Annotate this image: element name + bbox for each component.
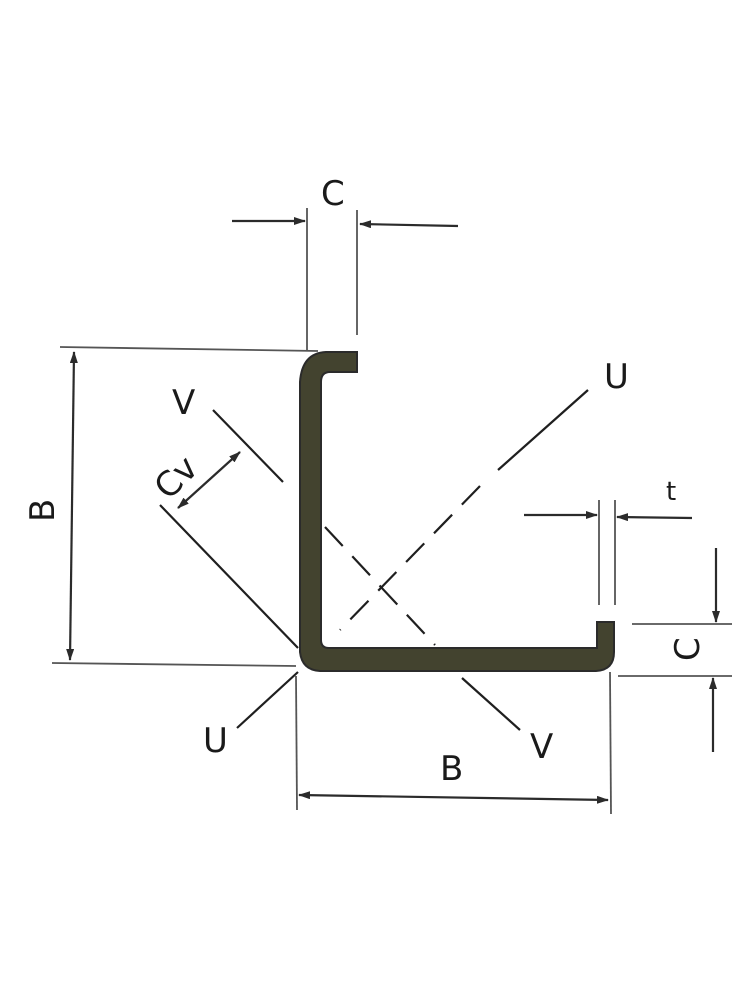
left-b-dimension-line [66,351,78,661]
bottom-b-extension-right [609,671,612,815]
bottom-b-extension-left [295,675,298,811]
left-b-extension-bottom [51,662,297,667]
angle-profile-shape [299,351,615,672]
v-axis-line-mid [324,526,436,646]
u-top-label: U [604,357,629,397]
v-bottom-label: V [530,727,553,767]
bottom-b-dimension-line [298,791,609,804]
v-axis-line-upper [212,409,284,483]
cv-label: Cv [147,448,206,507]
u-axis-line-upper [497,389,589,471]
u-axis-line-mid [339,485,481,631]
t-dimension-right [616,513,693,522]
thickness-label: t [666,477,676,507]
left-b-label: B [23,499,63,522]
bottom-b-label: B [440,749,463,789]
cv-dimension-line [177,451,241,509]
cv-reference-line [159,504,299,649]
u-bottom-label: U [203,721,228,761]
top-c-label: C [321,174,345,214]
left-b-extension-top [59,346,319,352]
u-axis-line-lower [236,671,299,729]
top-c-dimension-right [359,220,459,229]
right-c-label: C [668,637,708,661]
v-top-label: V [172,383,195,423]
v-axis-line-lower [461,677,521,731]
